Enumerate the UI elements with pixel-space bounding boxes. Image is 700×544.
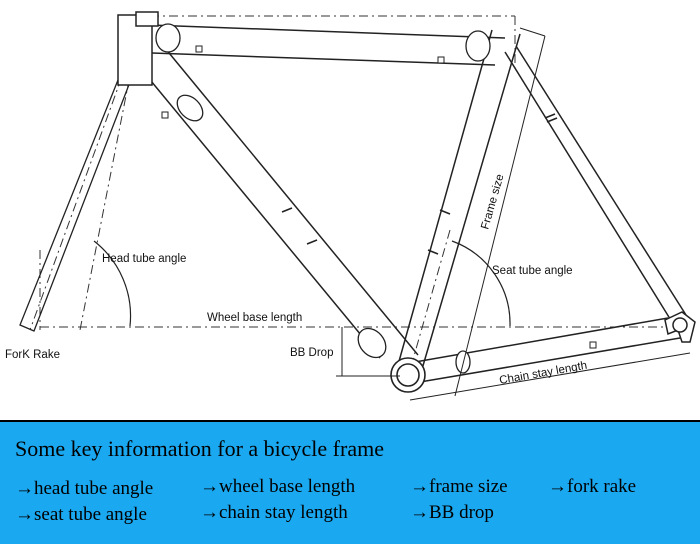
frame-size-label: Frame size bbox=[479, 173, 506, 231]
info-item-head-tube-angle: →head tube angle bbox=[15, 478, 154, 499]
info-item-frame-size: →frame size bbox=[410, 476, 508, 497]
info-title: Some key information for a bicycle frame bbox=[15, 436, 384, 461]
down-tube bbox=[131, 41, 419, 359]
info-item-seat-tube-angle: →seat tube angle bbox=[15, 504, 147, 525]
seat-stay bbox=[504, 45, 687, 323]
bottom-bracket bbox=[390, 357, 426, 393]
chain-stay-length-label: Chain stay length bbox=[498, 360, 588, 387]
info-item-bb-drop: →BB drop bbox=[410, 502, 494, 523]
rear-dropout bbox=[664, 311, 696, 343]
info-item-wheel-base-length: →wheel base length bbox=[200, 476, 356, 497]
bb-drop-label: BB Drop bbox=[290, 347, 333, 359]
info-item-chain-stay-length: →chain stay length bbox=[200, 502, 348, 523]
seat-tube-angle-label: Seat tube angle bbox=[492, 265, 573, 277]
bicycle-frame-diagram: Head tube angle Wheel base length Frame … bbox=[5, 11, 696, 401]
info-panel: Some key information for a bicycle frame… bbox=[0, 420, 700, 544]
info-item-fork-rake: →fork rake bbox=[548, 476, 637, 497]
fork bbox=[19, 69, 131, 332]
head-tube bbox=[117, 11, 159, 86]
fork-rake-label: ForK Rake bbox=[5, 349, 60, 361]
top-tube bbox=[149, 24, 506, 66]
wheel-base-length-label: Wheel base length bbox=[207, 312, 302, 324]
head-tube-angle-label: Head tube angle bbox=[102, 253, 186, 265]
seat-tube bbox=[395, 29, 521, 377]
